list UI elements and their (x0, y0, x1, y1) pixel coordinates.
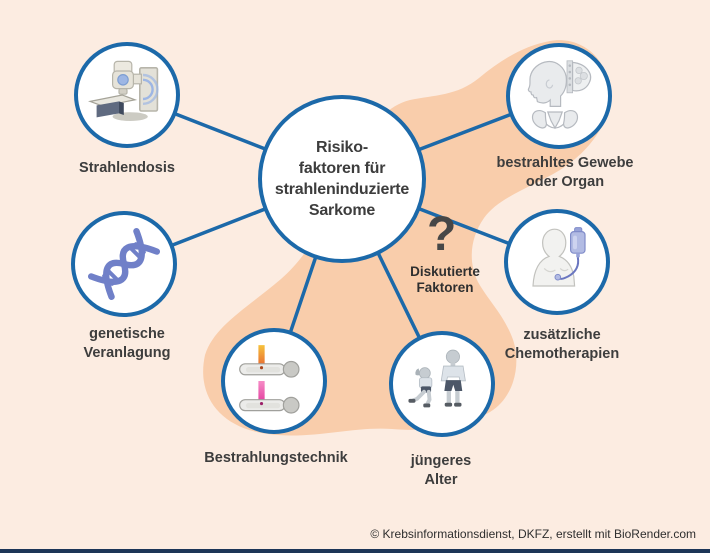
central-node: Risiko- faktoren für strahleninduzierte … (258, 95, 426, 263)
node-label-chemo: zusätzliche Chemotherapien (504, 327, 620, 362)
node-circle-gewebe (506, 43, 612, 149)
question-mark-icon: ? (427, 208, 457, 261)
node-circle-strahlendosis (74, 42, 180, 148)
node-circle-alter (389, 331, 495, 437)
iv-infusion-icon (532, 227, 586, 287)
node-circle-technik (221, 328, 327, 434)
linac-icon (88, 60, 159, 121)
child-adult-icon (408, 349, 466, 408)
node-circle-genetik (71, 211, 177, 317)
credit-line: © Krebsinformationsdienst, DKFZ, erstell… (370, 527, 696, 541)
anatomy-icon (527, 60, 592, 130)
node-label-strahlendosis: Strahlendosis (79, 160, 175, 176)
radiation-beams-icon (239, 345, 300, 414)
discussed-factors-label: Diskutierte Faktoren (410, 264, 480, 295)
bottom-bar (0, 549, 710, 553)
highlight-blob (203, 40, 610, 436)
node-label-technik: Bestrahlungstechnik (204, 450, 348, 466)
node-circle-chemo (504, 209, 610, 315)
dna-icon (87, 227, 161, 301)
node-label-gewebe: bestrahltes Gewebe oder Organ (496, 155, 634, 190)
node-label-genetik: genetische Veranlagung (83, 326, 171, 361)
central-title: Risiko- faktoren für strahleninduzierte … (274, 139, 410, 219)
node-label-alter: jüngeres Alter (410, 453, 472, 488)
